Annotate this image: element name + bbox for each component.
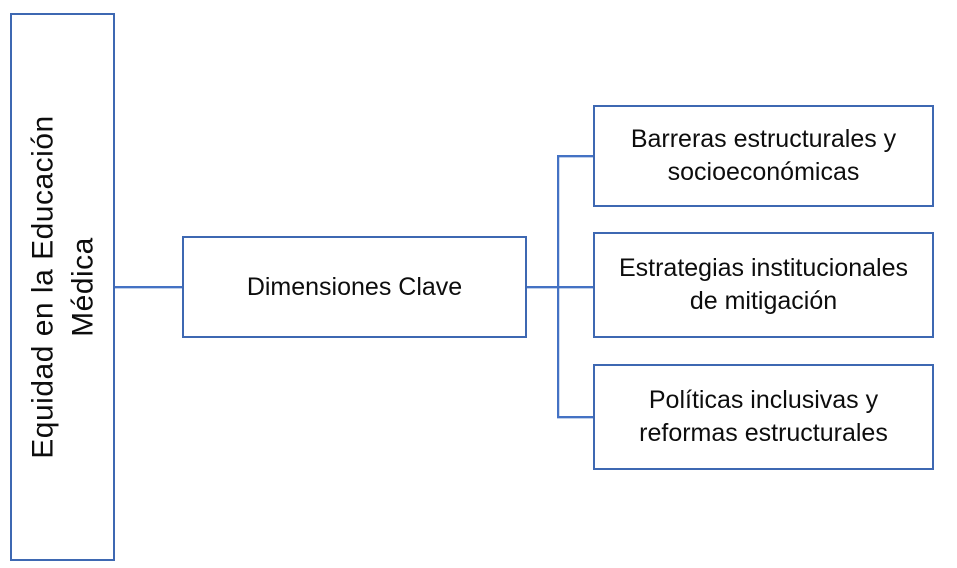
root-label-line-1: Equidad en la Educación: [25, 115, 59, 459]
child-node-label: Barreras estructurales y socioeconómicas: [630, 125, 897, 186]
child-node-label: Políticas inclusivas y reformas estructu…: [639, 386, 888, 447]
connector-root-to-center: [115, 286, 182, 288]
root-node-equidad: Equidad en la Educación Médica: [10, 13, 115, 561]
connector-branch-spine: [557, 155, 559, 418]
root-label-line-2: Médica: [65, 237, 99, 337]
connector-branch-to-child-3: [557, 416, 593, 418]
connector-branch-to-child-1: [557, 155, 593, 157]
child-node-estrategias: Estrategias institucionales de mitigació…: [593, 232, 934, 338]
root-node-label: Equidad en la Educación Médica: [23, 27, 102, 547]
child-node-politicas: Políticas inclusivas y reformas estructu…: [593, 364, 934, 470]
connector-center-to-branch: [527, 286, 593, 288]
child-node-barreras: Barreras estructurales y socioeconómicas: [593, 105, 934, 207]
center-node-dimensiones: Dimensiones Clave: [182, 236, 527, 338]
center-node-label: Dimensiones Clave: [246, 272, 463, 301]
child-node-label: Estrategias institucionales de mitigació…: [618, 254, 909, 315]
